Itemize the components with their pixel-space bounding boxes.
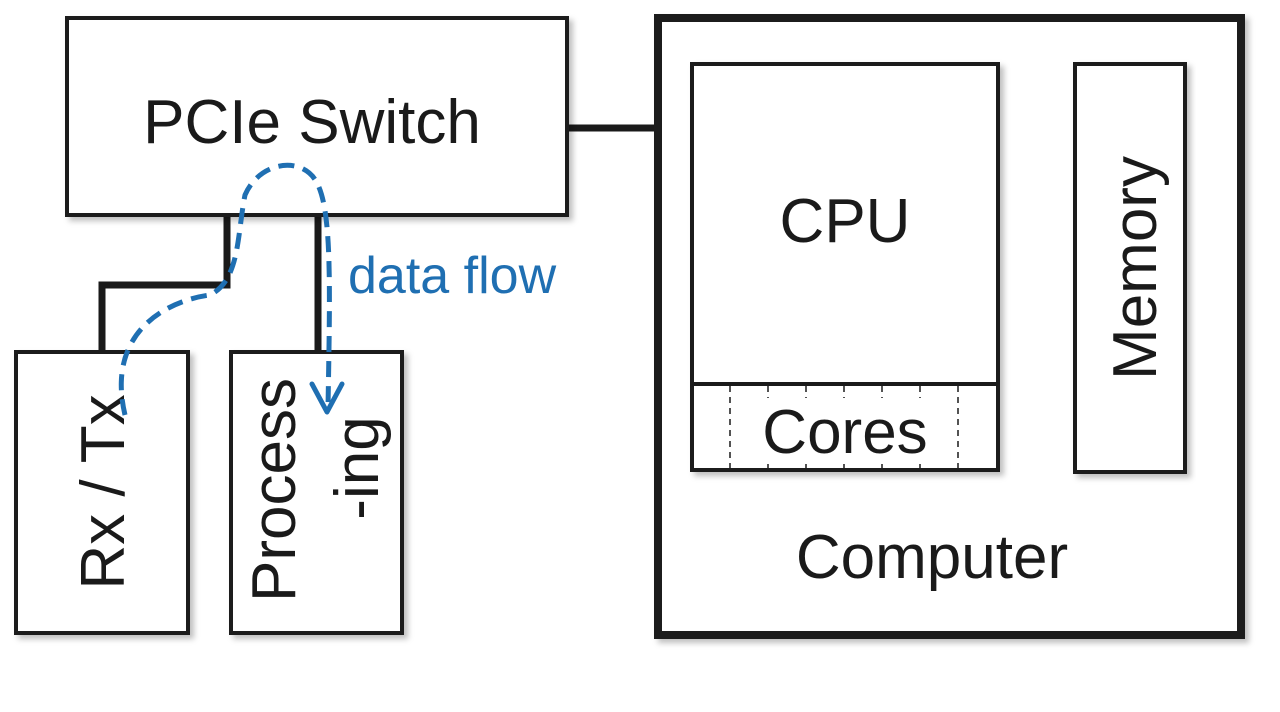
cpu-label: CPU: [780, 187, 911, 256]
memory-node: Memory: [1073, 62, 1187, 474]
rx-tx-node: Rx / Tx: [14, 350, 190, 635]
processing-label-line1: Process: [240, 378, 309, 602]
data-flow-arrowhead: [309, 381, 345, 415]
pcie-switch-node: PCIe Switch: [65, 16, 569, 217]
rx-tx-label: Rx / Tx: [69, 394, 138, 589]
computer-label: Computer: [796, 523, 1068, 592]
cores-label: Cores: [762, 398, 927, 467]
data-flow-path: [118, 162, 332, 416]
cores-strip: Cores: [692, 382, 998, 468]
pcie-switch-label: PCIe Switch: [143, 88, 481, 157]
processing-node: Process -ing: [229, 350, 404, 635]
cores-label-backdrop: [752, 398, 938, 464]
data-flow-label: data flow: [348, 247, 557, 305]
memory-label: Memory: [1101, 156, 1170, 380]
data-flow: data flow: [118, 162, 557, 416]
processing-label-line2: -ing: [323, 416, 392, 519]
switch-to-rxtx-link: [98, 215, 231, 352]
